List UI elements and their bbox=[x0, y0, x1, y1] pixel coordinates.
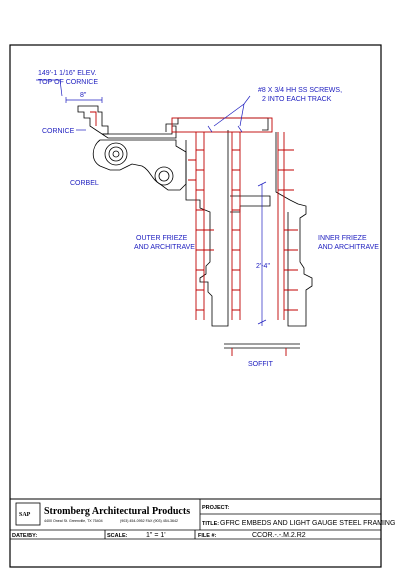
steel-framing bbox=[90, 111, 298, 356]
title-label: TITLE: bbox=[202, 521, 219, 527]
soffit-profile bbox=[224, 343, 300, 349]
outer-frieze-label-1: OUTER FRIEZE bbox=[136, 235, 188, 242]
company-address: 4400 Oneal St. Greenville, TX 75404 bbox=[44, 519, 103, 523]
title-block-text: SAP Stromberg Architectural Products 440… bbox=[12, 505, 395, 539]
elevation-label-1: 149'-1 1/16" ELEV. bbox=[38, 70, 96, 77]
soffit-label: SOFFIT bbox=[248, 361, 274, 368]
corbel-scroll-upper bbox=[104, 142, 128, 166]
section-drawing bbox=[77, 105, 313, 349]
corbel-profile bbox=[92, 139, 187, 191]
cornice-label: CORNICE bbox=[42, 128, 75, 135]
file-label: FILE #: bbox=[198, 533, 217, 539]
annotations: 149'-1 1/16" ELEV. TOP OF CORNICE 8" #8 … bbox=[38, 70, 379, 368]
screws-label-2: 2 INTO EACH TRACK bbox=[262, 96, 332, 103]
dimension-8-label: 8" bbox=[80, 92, 87, 99]
cornice-soffit-line bbox=[101, 125, 177, 139]
top-track bbox=[171, 117, 273, 133]
outer-frieze-outline bbox=[185, 130, 229, 327]
title-block bbox=[9, 498, 382, 568]
title-value: GFRC EMBEDS AND LIGHT GAUGE STEEL FRAMIN… bbox=[220, 520, 395, 527]
scale-value: 1" = 1' bbox=[146, 532, 166, 539]
date-label: DATE/BY: bbox=[12, 533, 37, 539]
sheet-border bbox=[9, 44, 382, 568]
project-label: PROJECT: bbox=[202, 505, 229, 511]
annotation-leaders bbox=[36, 79, 267, 326]
center-channel bbox=[230, 195, 271, 213]
screws-label-1: #8 X 3/4 HH SS SCREWS, bbox=[258, 87, 342, 94]
inner-frieze-label-2: AND ARCHITRAVE bbox=[318, 244, 379, 251]
outer-frieze-label-2: AND ARCHITRAVE bbox=[134, 244, 195, 251]
scale-label: SCALE: bbox=[107, 533, 128, 539]
file-value: CCOR.-.-.M.2.R2 bbox=[252, 532, 306, 539]
company-phone: (903) 454-0952 FAX (903) 454-3642 bbox=[120, 519, 178, 523]
screws-leader bbox=[213, 95, 251, 127]
elevation-leader bbox=[36, 79, 63, 97]
corbel-scroll-lower bbox=[154, 166, 174, 186]
elevation-label-2: TOP OF CORNICE bbox=[38, 79, 98, 86]
corbel-label: CORBEL bbox=[70, 180, 99, 187]
company-logo bbox=[15, 502, 41, 526]
dimension-2-4-label: 2'-4" bbox=[256, 263, 270, 270]
logo-text: SAP bbox=[19, 512, 31, 518]
upper-cap bbox=[165, 117, 269, 132]
company-name: Stromberg Architectural Products bbox=[44, 506, 190, 517]
inner-frieze-label-1: INNER FRIEZE bbox=[318, 235, 367, 242]
inner-frieze-outline bbox=[275, 132, 313, 327]
